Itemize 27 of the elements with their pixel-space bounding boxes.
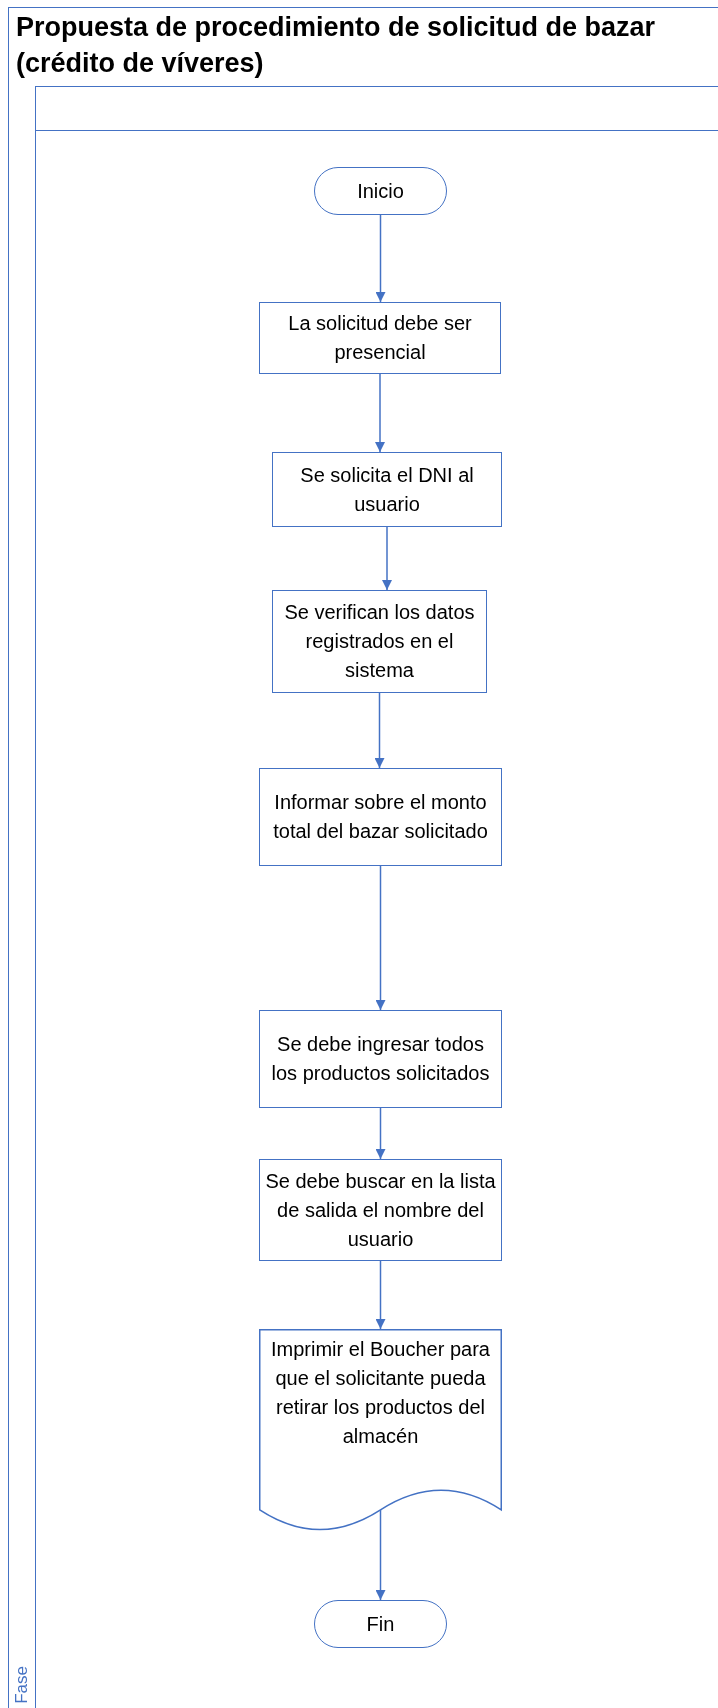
arrow [375, 214, 386, 303]
node-text: Inicio [357, 178, 404, 204]
arrow [375, 373, 385, 453]
process-box [272, 590, 487, 693]
arrow [374, 692, 385, 769]
process-box [259, 1159, 502, 1261]
phase-label: Fase [11, 1666, 32, 1704]
node-text: Informar sobre el monto total del bazar solicitado [272, 790, 489, 844]
process-box [272, 452, 502, 527]
terminal-shape [314, 1600, 447, 1648]
node-text: Fin [366, 1611, 395, 1637]
node-text: Imprimir el Boucher para que el solicitante pueda retirar los productos del almacén [270, 1337, 491, 1449]
process-box [259, 302, 501, 374]
node-text: Se verifican los datos registrados en el sistema [283, 600, 476, 683]
process-box [259, 1010, 502, 1108]
node-text: La solicitud debe ser presencial [287, 311, 473, 365]
node-text: Se solicita el DNI al usuario [299, 462, 475, 517]
terminal-shape [314, 167, 447, 215]
arrow [375, 1260, 386, 1330]
node-text: Se debe ingresar todos los productos solicitados [270, 1032, 491, 1086]
arrow [375, 1509, 386, 1601]
arrow [375, 865, 386, 1011]
diagram-title: Propuesta de procedimiento de solicitud de bazar (crédito de víveres) [16, 11, 657, 80]
arrow [375, 1107, 386, 1160]
process-box [259, 768, 502, 866]
node-text: Se debe buscar en la lista de salida el nombre del usuario [264, 1168, 497, 1252]
arrow [382, 526, 392, 591]
